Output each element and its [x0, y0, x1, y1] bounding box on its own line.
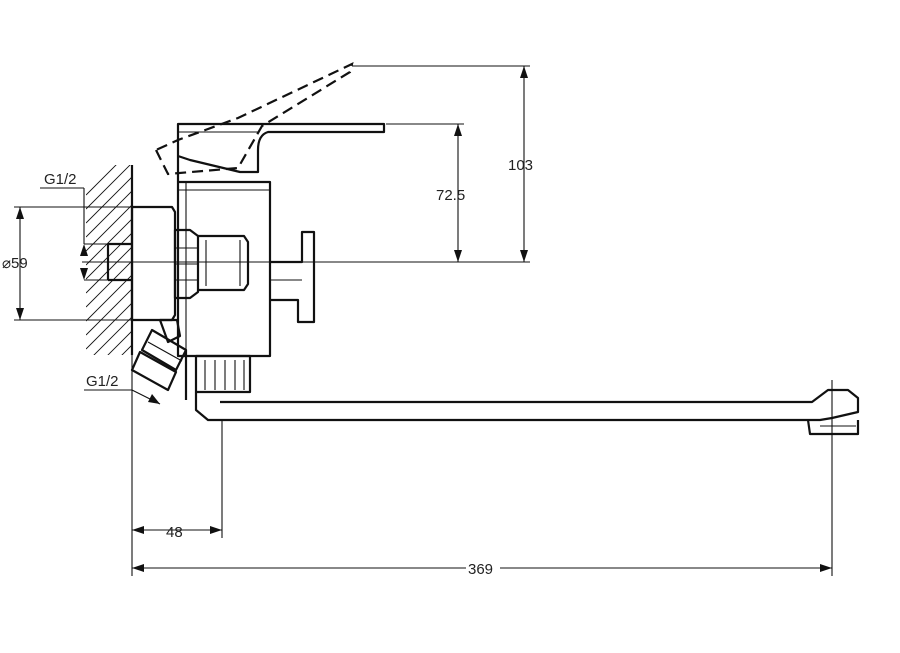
union-nut	[198, 234, 250, 292]
spout	[194, 388, 860, 436]
swivel-nut	[194, 354, 252, 394]
dimension-369: 369	[132, 380, 833, 578]
lever-raised-outline	[154, 62, 354, 176]
wall-hatching	[86, 165, 132, 355]
thread-callout-top-label: G1/2	[44, 171, 77, 188]
dimension-72-5: 72.5	[386, 123, 465, 262]
dimension-103: 103	[352, 65, 533, 262]
dimension-diameter-59-label: ⌀59	[2, 255, 28, 272]
dimension-48: 48	[131, 355, 223, 576]
wall-flange	[130, 205, 177, 322]
thread-callout-side-label: G1/2	[86, 373, 119, 390]
mixer-body	[176, 180, 272, 358]
diverter-knob	[270, 230, 316, 324]
dimension-48-label: 48	[166, 524, 183, 541]
dimension-103-label: 103	[508, 157, 533, 174]
dimension-72-5-label: 72.5	[436, 187, 465, 204]
angled-inlet	[130, 318, 188, 400]
lever-handle	[176, 122, 386, 182]
dimension-369-label: 369	[468, 561, 493, 578]
thread-callout-top: G1/2	[40, 171, 108, 281]
dimension-diameter-59: ⌀59	[2, 206, 132, 321]
thread-callout-side: G1/2	[84, 373, 161, 405]
